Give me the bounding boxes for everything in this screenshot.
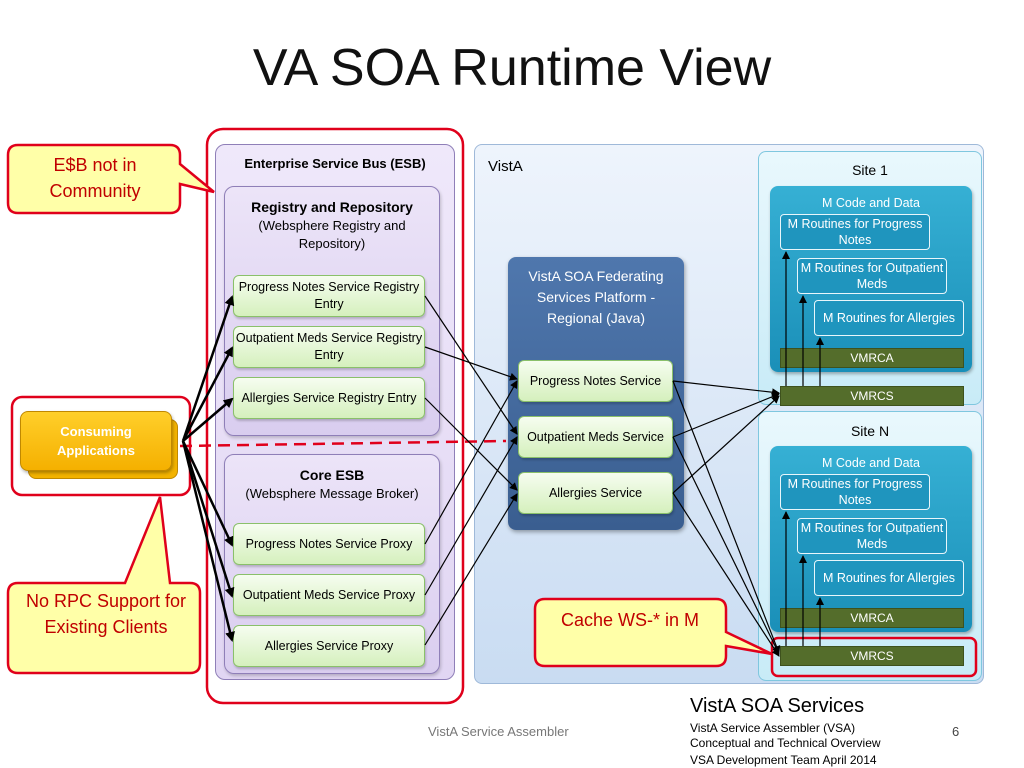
site-1-vmrca-bar: VMRCA <box>780 348 964 368</box>
site-1-title: Site 1 <box>852 162 888 178</box>
site-n-m-code-label: M Code and Data <box>822 456 920 470</box>
site-1-routine-outpatient-meds: M Routines for Outpatient Meds <box>797 258 947 294</box>
esb-to-fed-arrows <box>424 295 518 646</box>
registry-entry-outpatient-meds: Outpatient Meds Service Registry Entry <box>233 326 425 368</box>
callout-rpc-text: No RPC Support for Existing Clients <box>25 591 187 637</box>
proxy-allergies: Allergies Service Proxy <box>233 625 425 667</box>
dashed-divider <box>179 439 507 448</box>
footer-title: VistA SOA Services <box>690 695 865 717</box>
footer-center-text: VistA Service Assembler <box>428 724 569 739</box>
esb-red-outline <box>205 127 465 705</box>
fed-service-allergies: Allergies Service <box>518 472 673 514</box>
site-1-routine-progress-notes: M Routines for Progress Notes <box>780 214 930 250</box>
site-1-vertical-arrows <box>782 251 824 386</box>
site-n-routine-allergies: M Routines for Allergies <box>814 560 964 596</box>
site-n-routine-progress-notes: M Routines for Progress Notes <box>780 474 930 510</box>
fed-service-progress-notes: Progress Notes Service <box>518 360 673 402</box>
slide-title: VA SOA Runtime View <box>252 39 772 97</box>
consuming-applications-box: Consuming Applications <box>20 411 172 471</box>
registry-title: Registry and Repository <box>251 199 413 215</box>
vmrcs-red-outline <box>770 636 978 678</box>
site-n-title: Site N <box>850 423 890 439</box>
footer-line-3: VSA Development Team April 2014 <box>690 753 877 767</box>
consuming-red-outline <box>10 395 192 497</box>
site-n-routine-outpatient-meds: M Routines for Outpatient Meds <box>797 518 947 554</box>
site-1-vmrcs-bar: VMRCS <box>780 386 964 406</box>
proxy-outpatient-meds: Outpatient Meds Service Proxy <box>233 574 425 616</box>
esb-title: Enterprise Service Bus (ESB) <box>244 156 426 171</box>
consuming-arrows <box>181 295 235 642</box>
site-1-routine-allergies: M Routines for Allergies <box>814 300 964 336</box>
page-number: 6 <box>952 724 960 739</box>
fed-service-outpatient-meds: Outpatient Meds Service <box>518 416 673 458</box>
proxy-progress-notes: Progress Notes Service Proxy <box>233 523 425 565</box>
vista-label: VistA <box>488 158 523 175</box>
core-esb-title: Core ESB <box>299 467 365 483</box>
callout-cache-shape <box>533 597 773 668</box>
fed-to-site-arrows <box>672 380 781 657</box>
core-esb-subtitle: (Websphere Message Broker) <box>245 486 419 501</box>
federating-platform-title: VistA SOA Federating Services Platform -… <box>528 268 664 326</box>
site-n-vertical-arrows <box>782 511 824 646</box>
callout-cache-text: Cache WS-* in M <box>560 610 700 630</box>
registry-entry-progress-notes: Progress Notes Service Registry Entry <box>233 275 425 317</box>
footer-line-1: VistA Service Assembler (VSA) <box>690 721 856 735</box>
site-1-m-code-label: M Code and Data <box>822 196 920 210</box>
callout-esb-shape <box>6 143 215 215</box>
registry-subtitle: (Websphere Registry and Repository) <box>258 218 406 251</box>
callout-rpc-shape <box>6 496 202 675</box>
callout-esb-text: E$B not in Community <box>49 155 141 201</box>
site-n-vmrcs-bar: VMRCS <box>780 646 964 666</box>
site-n-vmrca-bar: VMRCA <box>780 608 964 628</box>
footer-line-2: Conceptual and Technical Overview <box>690 736 881 750</box>
